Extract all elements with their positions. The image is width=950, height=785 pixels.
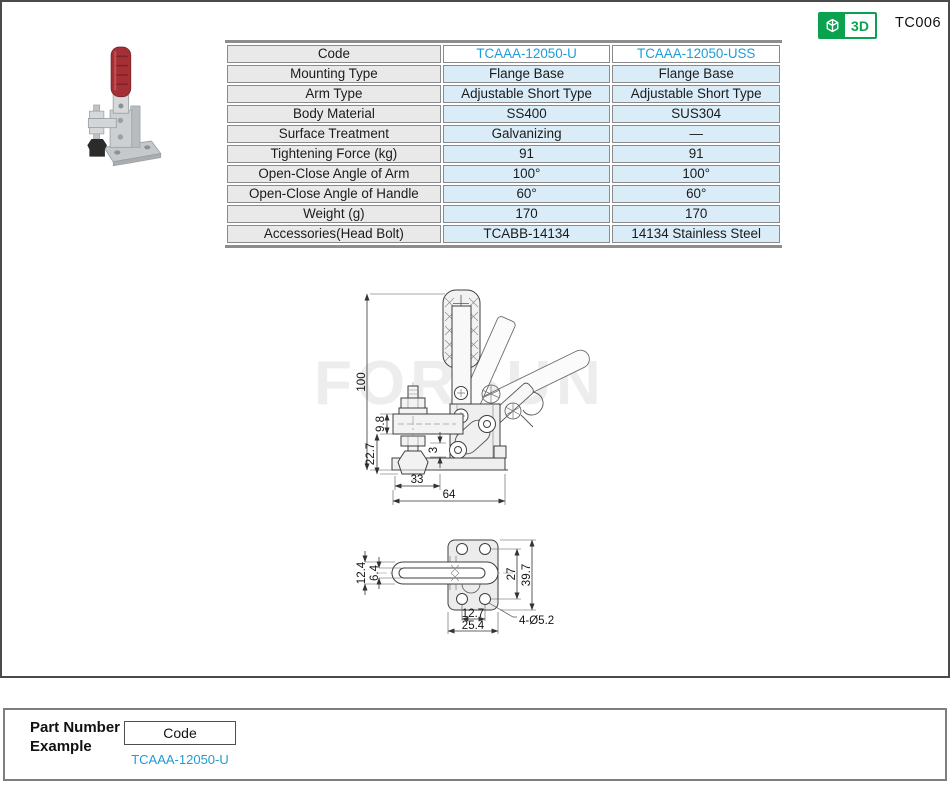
spec-label-code: Code — [227, 45, 441, 63]
drawing-front-view: 100 9.8 22.7 3 33 64 — [356, 289, 590, 505]
main-content-frame — [0, 0, 950, 678]
table-row: Body Material SS400 SUS304 — [227, 105, 780, 123]
clamp-photo-graphic — [87, 46, 162, 167]
dim-overall-height: 100 — [356, 372, 368, 391]
example-part-number[interactable]: TCAAA-12050-U — [131, 752, 229, 767]
top-dimension-labels: 12.4 6.4 27 39.7 12.7 25.4 4-Ø5.2 — [356, 561, 554, 632]
spec-table: Code TCAAA-12050-U TCAAA-12050-USS Mount… — [225, 40, 782, 248]
dim-mounting-holes: 4-Ø5.2 — [519, 615, 554, 627]
dim-arm-height: 9.8 — [375, 416, 387, 432]
product-code-2[interactable]: TCAAA-12050-USS — [612, 45, 780, 63]
table-row-code: Code TCAAA-12050-U TCAAA-12050-USS — [227, 45, 780, 63]
drawing-top-view: 12.4 6.4 27 39.7 12.7 25.4 4-Ø5.2 — [356, 539, 554, 634]
dim-base-length: 64 — [443, 489, 456, 501]
table-row: Open-Close Angle of Arm 100° 100° — [227, 165, 780, 183]
part-number-section: Part Number Example Code TCAAA-12050-U — [3, 708, 947, 781]
dim-base-width: 39.7 — [521, 564, 533, 586]
page-code: TC006 — [895, 15, 942, 31]
product-photo — [87, 46, 162, 167]
table-row: Surface Treatment Galvanizing — — [227, 125, 780, 143]
dim-hole-pitch-short: 12.7 — [462, 608, 484, 620]
dim-arm-to-tip: 22.7 — [365, 443, 377, 465]
dim-hole-pitch-long: 27 — [506, 568, 518, 581]
table-row: Open-Close Angle of Handle 60° 60° — [227, 185, 780, 203]
dim-spindle-offset: 33 — [411, 474, 424, 486]
table-row: Tightening Force (kg) 91 91 — [227, 145, 780, 163]
dim-base-depth: 25.4 — [462, 620, 485, 632]
part-number-title: Part Number Example — [30, 719, 121, 755]
cube-3d-icon — [820, 14, 845, 37]
dim-slot-width: 6.4 — [369, 564, 381, 581]
top-dimension-lines — [362, 539, 536, 634]
table-row: Mounting Type Flange Base Flange Base — [227, 65, 780, 83]
table-row: Arm Type Adjustable Short Type Adjustabl… — [227, 85, 780, 103]
product-code-1[interactable]: TCAAA-12050-U — [442, 45, 611, 63]
clamp-top-outline — [377, 539, 517, 611]
table-row: Weight (g) 170 170 — [227, 205, 780, 223]
view-3d-badge[interactable]: 3D — [818, 12, 877, 39]
clamp-front-outline — [391, 289, 590, 482]
front-dimension-labels: 100 9.8 22.7 3 33 64 — [356, 372, 456, 501]
table-row: Accessories(Head Bolt) TCABB-14134 14134… — [227, 225, 780, 243]
dim-tip-adjust: 3 — [428, 447, 440, 453]
front-dimension-lines — [364, 293, 506, 505]
badge-3d-label: 3D — [845, 14, 875, 37]
dim-arm-width: 12.4 — [356, 561, 368, 584]
code-box: Code — [124, 721, 236, 745]
